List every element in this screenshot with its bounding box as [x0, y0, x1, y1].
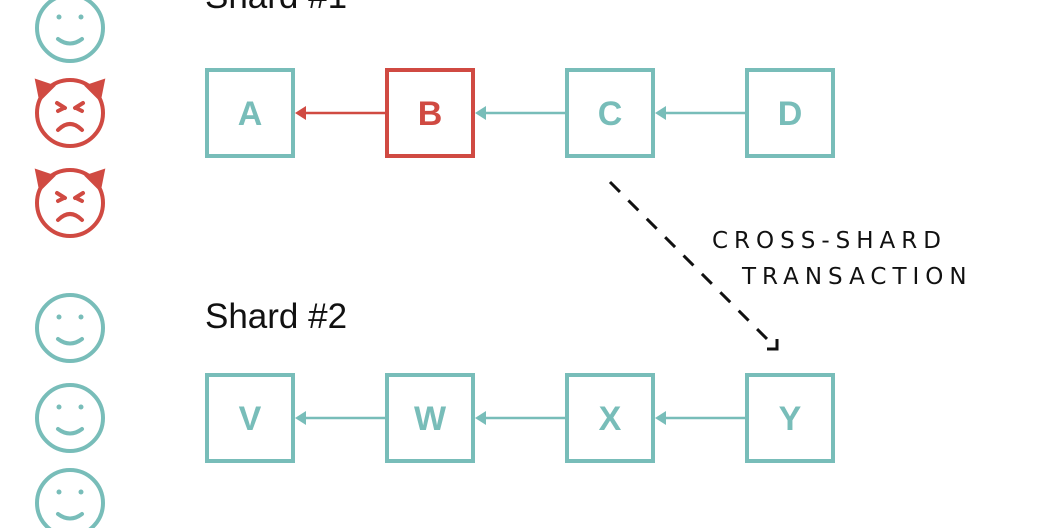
arrowhead-icon — [655, 411, 666, 425]
block-label: X — [599, 400, 622, 438]
block-label: V — [239, 400, 262, 438]
shard-2-title: Shard #2 — [205, 297, 347, 336]
smiley-icon — [35, 0, 105, 63]
block-label: B — [418, 95, 443, 133]
block-x: X — [565, 373, 655, 463]
block-c: C — [565, 68, 655, 158]
chain-link-arrow — [475, 106, 565, 120]
cross-shard-label-line1: CROSS-SHARD — [712, 228, 947, 254]
cross-shard-label-line2: TRANSACTION — [741, 264, 973, 290]
block-w: W — [385, 373, 475, 463]
block-label: D — [778, 95, 803, 133]
chain-link-arrow — [475, 411, 565, 425]
chain-link-arrow — [295, 106, 385, 120]
arrowhead-icon — [475, 106, 486, 120]
arrowhead-icon — [295, 411, 306, 425]
shard-1-title: Shard #1 — [205, 0, 347, 16]
block-v: V — [205, 373, 295, 463]
smiley-icon — [35, 383, 105, 453]
validator-column — [34, 0, 106, 528]
chain-link-arrow — [655, 106, 745, 120]
devil-face-icon — [34, 78, 106, 148]
arrowhead-icon — [295, 106, 306, 120]
chains: A B C D V W X Y — [205, 68, 835, 463]
cross-shard-dashed-line — [608, 180, 774, 346]
block-a: A — [205, 68, 295, 158]
block-b: B — [385, 68, 475, 158]
cross-shard-arrow — [608, 180, 779, 351]
chain-link-arrow — [655, 411, 745, 425]
block-y: Y — [745, 373, 835, 463]
smiley-icon — [35, 293, 105, 363]
devil-face-icon — [34, 168, 106, 238]
smiley-icon — [35, 468, 105, 528]
block-d: D — [745, 68, 835, 158]
arrowhead-icon — [475, 411, 486, 425]
block-label: A — [238, 95, 263, 133]
block-label: W — [414, 400, 447, 438]
cross-shard-arrowhead-icon — [767, 339, 779, 351]
chain-link-arrow — [295, 411, 385, 425]
arrowhead-icon — [655, 106, 666, 120]
block-label: C — [598, 95, 623, 133]
block-label: Y — [779, 400, 802, 438]
